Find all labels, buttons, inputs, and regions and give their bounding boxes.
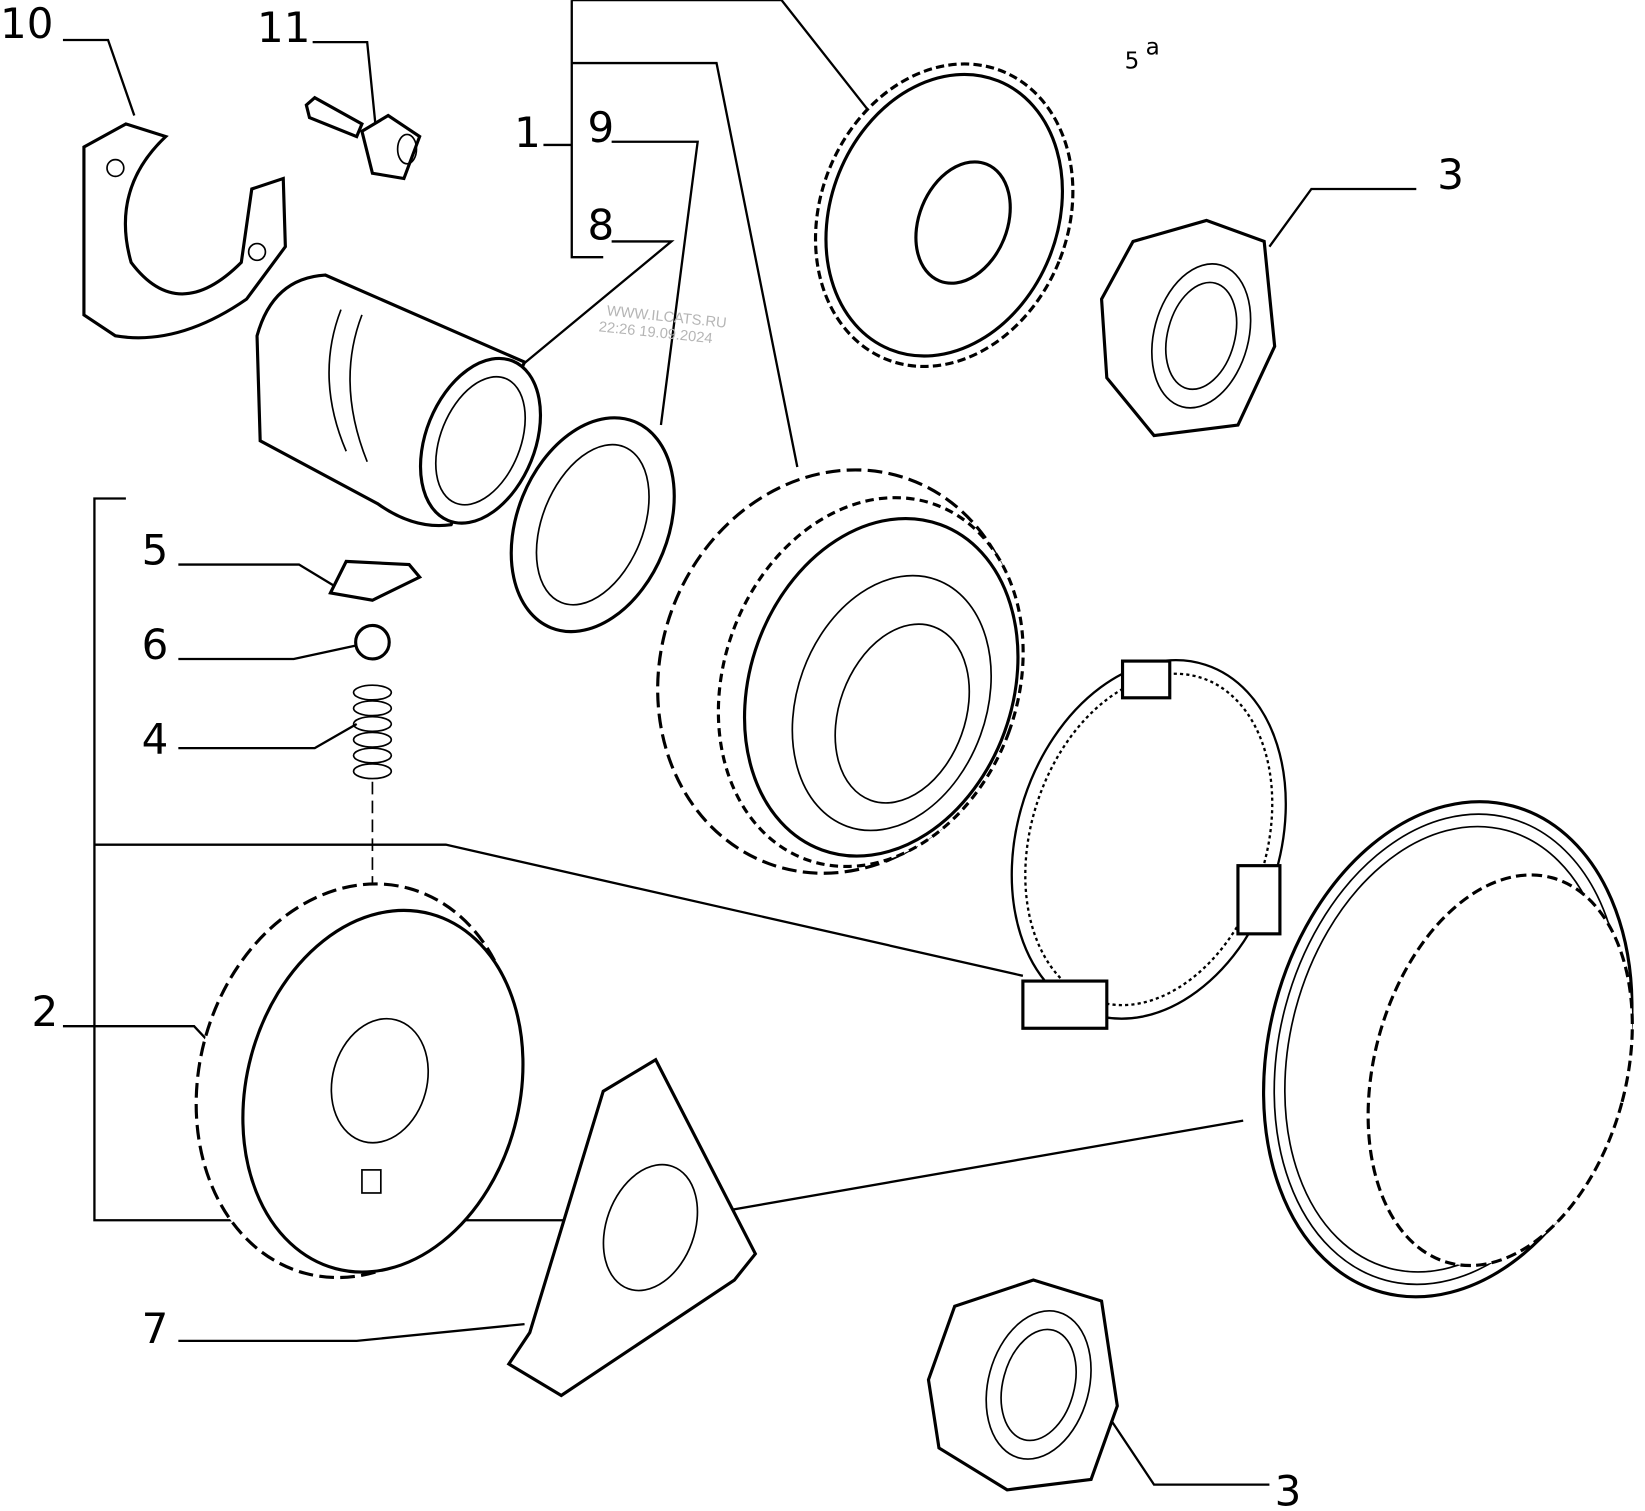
callout-9: 9 (588, 103, 615, 152)
part-synchro-gear (656, 468, 1025, 875)
callout-5: 5 (142, 526, 169, 575)
callout-3-lower: 3 (1275, 1467, 1302, 1511)
part-synchro-hub (194, 882, 525, 1280)
callout-8: 8 (588, 200, 615, 249)
leader-lines (62, 0, 1417, 1486)
part-retaining-bracket (82, 122, 287, 340)
part-synchro-key (328, 559, 423, 602)
callout-labels: 10 11 1 9 8 3 5 6 4 2 7 3 5 a (0, 0, 1464, 1511)
part-nut-lower (926, 1278, 1119, 1492)
callout-10: 10 (0, 0, 53, 48)
part-socket-head-screw (304, 95, 422, 181)
section-mark-sup: a (1146, 35, 1160, 61)
callout-11: 11 (257, 3, 310, 52)
watermark: WWW.ILCATS.RU 22:26 19.09.2024 (598, 303, 727, 347)
part-spring (352, 684, 393, 780)
section-mark: 5 (1125, 48, 1140, 74)
part-sliding-sleeve (1262, 800, 1634, 1299)
part-top-gear (813, 62, 1075, 369)
part-plate (506, 1057, 758, 1398)
callout-4: 4 (142, 714, 169, 763)
callout-2: 2 (31, 987, 58, 1036)
part-ball (354, 623, 391, 661)
callout-1: 1 (514, 108, 541, 157)
part-thrust-washer (509, 416, 676, 634)
part-synchro-ring (1010, 659, 1287, 1030)
callout-6: 6 (142, 620, 169, 669)
callout-7: 7 (142, 1304, 169, 1353)
part-needle-bushing (255, 273, 543, 528)
callout-3-upper: 3 (1437, 150, 1464, 199)
part-nut-upper (1099, 218, 1277, 438)
